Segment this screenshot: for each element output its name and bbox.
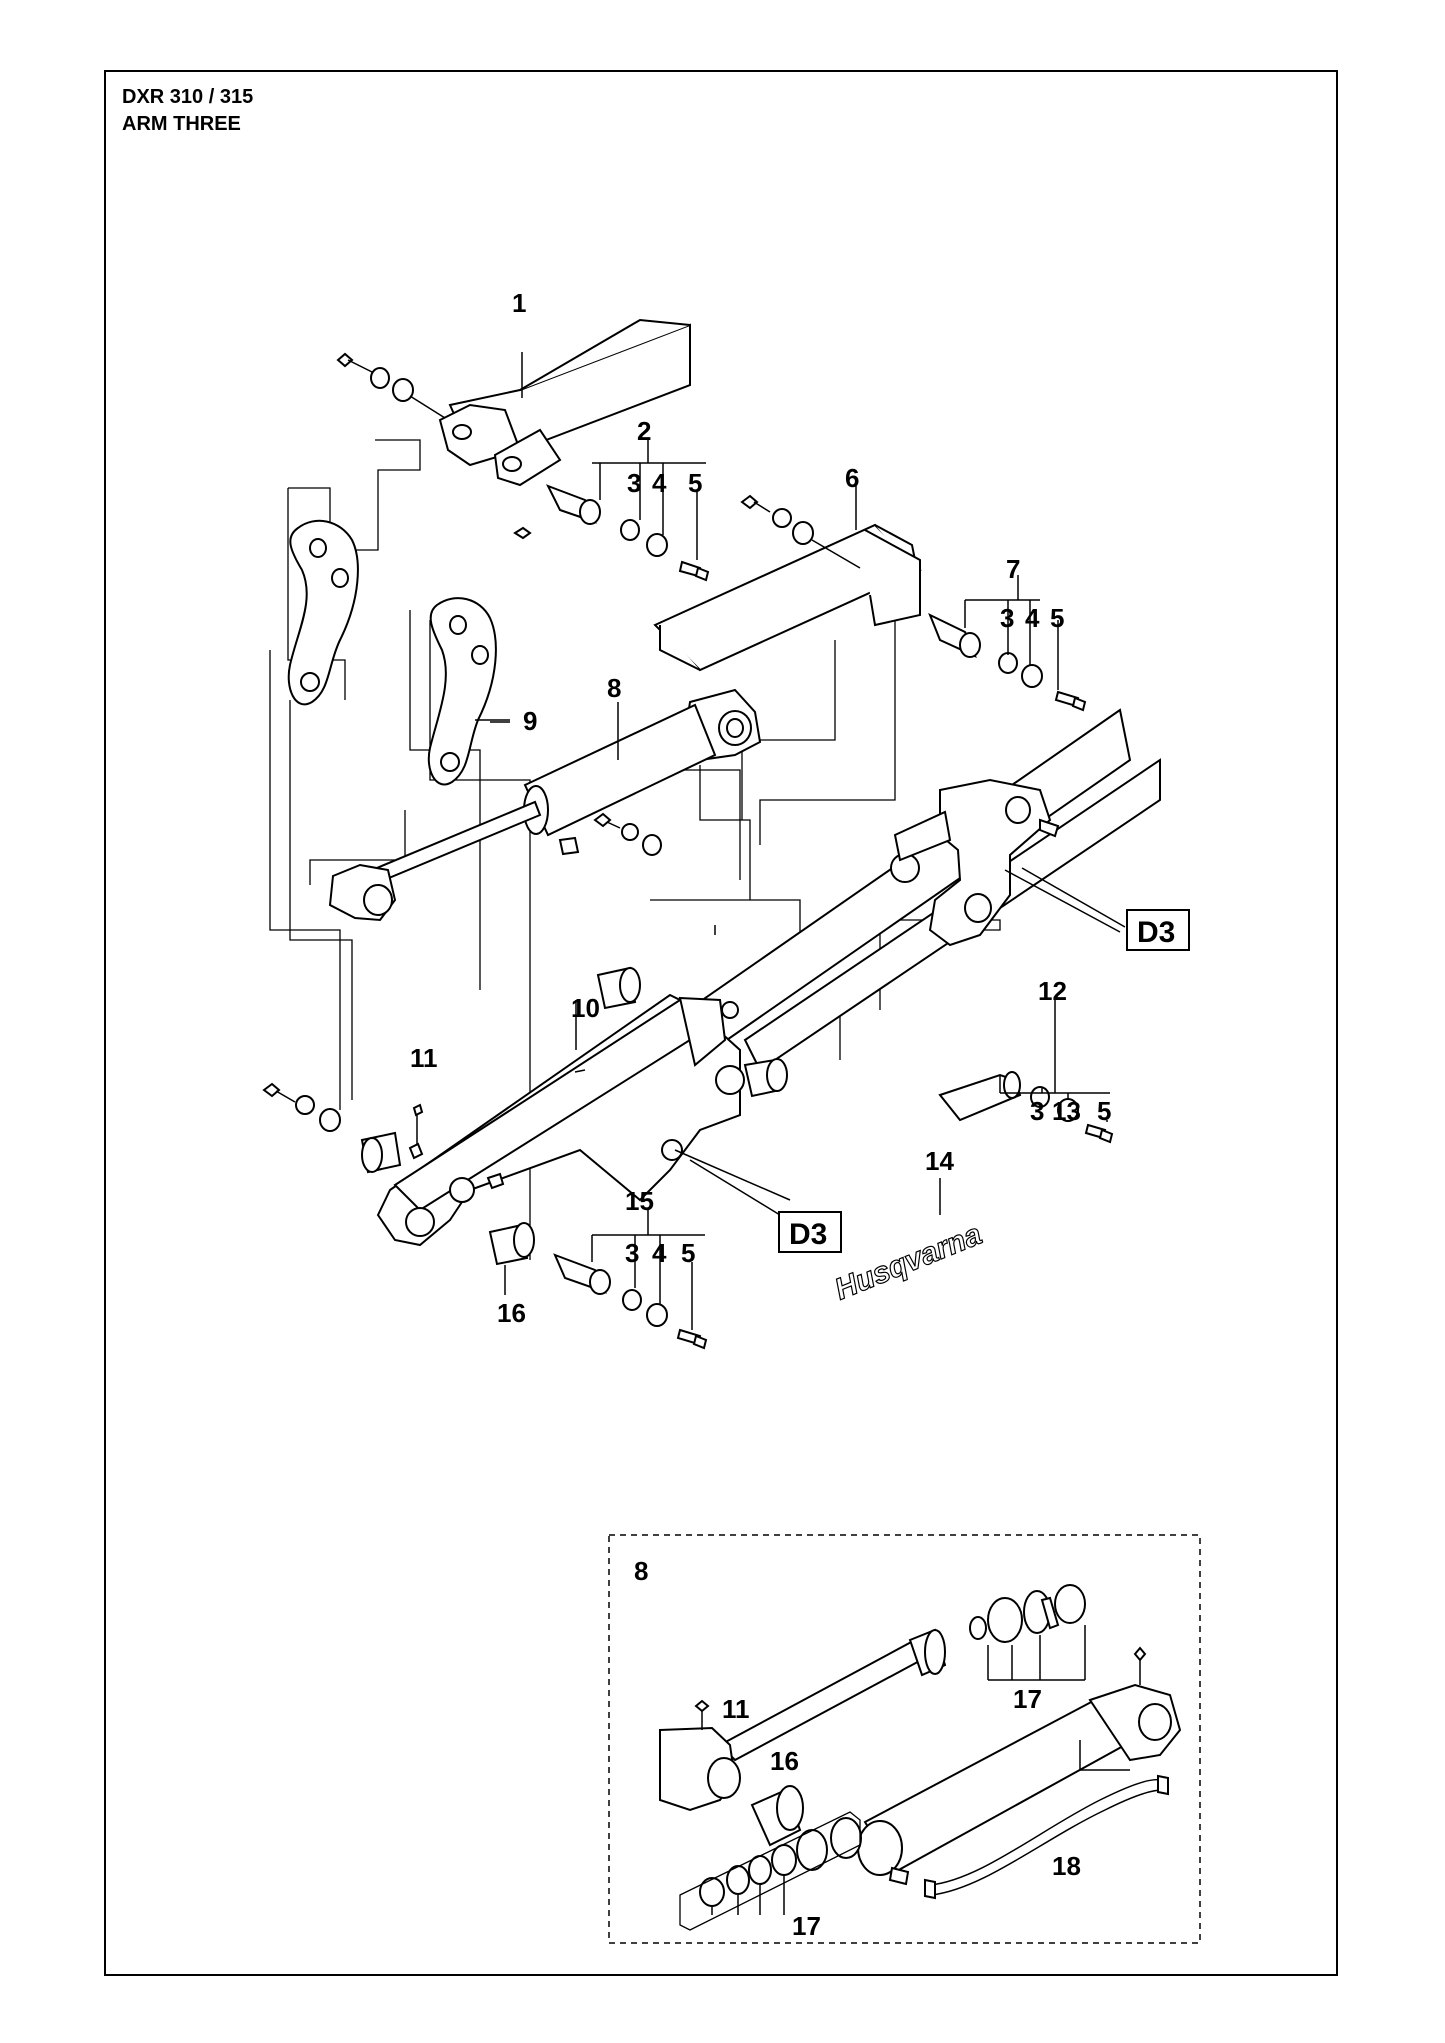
svg-text:Husqvarna: Husqvarna [830, 1218, 986, 1307]
callout-5: 5 [688, 468, 702, 498]
callout-8: 8 [607, 673, 621, 703]
callout-12: 12 [1038, 976, 1067, 1006]
callout-16: 16 [497, 1298, 526, 1328]
part-10-link-arm [376, 925, 791, 1247]
callout-3: 3 [625, 1238, 639, 1268]
part-1-arm-bracket [438, 318, 691, 487]
ref-box-d3-upper: D3 [1126, 909, 1190, 951]
callout-14: 14 [925, 1146, 954, 1176]
part-12-pin-group [938, 1071, 1114, 1144]
callout-4: 4 [652, 1238, 667, 1268]
callout-3: 3 [627, 468, 641, 498]
callout-leaders [475, 438, 1126, 1330]
inset-callout-18: 18 [1052, 1851, 1081, 1881]
callout-11: 11 [410, 1043, 438, 1073]
part-2-pin-group [513, 484, 710, 582]
svg-text:D3: D3 [1137, 916, 1175, 949]
bolt-washers-middle [593, 812, 662, 856]
part-9-side-plates [287, 519, 510, 786]
callout-5: 5 [1050, 603, 1064, 633]
callout-4: 4 [652, 468, 667, 498]
callout-3: 3 [1000, 603, 1014, 633]
svg-text:D3: D3 [789, 1218, 827, 1251]
bolt-washers-top-left [336, 352, 446, 419]
callout-6: 6 [845, 463, 859, 493]
inset-callout-17: 17 [1013, 1684, 1042, 1714]
callout-5: 5 [1097, 1096, 1111, 1126]
callout-10: 10 [571, 993, 600, 1023]
part-6-channel [653, 485, 922, 672]
page-frame [104, 70, 1338, 1976]
callout-9: 9 [523, 706, 537, 736]
part-8-cylinder [328, 688, 762, 922]
bushings [360, 966, 788, 1266]
inset-callout-16: 16 [770, 1746, 799, 1776]
husqvarna-decal: Husqvarna [830, 1217, 987, 1307]
ref-box-d3-lower: D3 [778, 1211, 842, 1253]
model-title: DXR 310 / 315 [122, 86, 254, 108]
callout-13: 13 [1052, 1096, 1081, 1126]
part-15-pin-group [553, 1253, 708, 1350]
bolt-washers-top-center [740, 494, 861, 569]
inset-callout-8: 8 [634, 1556, 648, 1586]
callout-5: 5 [681, 1238, 695, 1268]
bolt-washers-lower-left [262, 1082, 424, 1145]
callout-1: 1 [512, 288, 526, 318]
callout-15: 15 [625, 1186, 654, 1216]
callout-3: 3 [1030, 1096, 1044, 1126]
inset-cylinder-detail: 8 17 11 16 18 17 [608, 1534, 1201, 1944]
inset-callout-17: 17 [792, 1911, 821, 1941]
callout-4: 4 [1025, 603, 1040, 633]
section-title: ARM THREE [122, 113, 241, 135]
callout-7: 7 [1006, 554, 1020, 584]
callout-2: 2 [637, 416, 651, 446]
inset-callout-11: 11 [722, 1694, 750, 1724]
